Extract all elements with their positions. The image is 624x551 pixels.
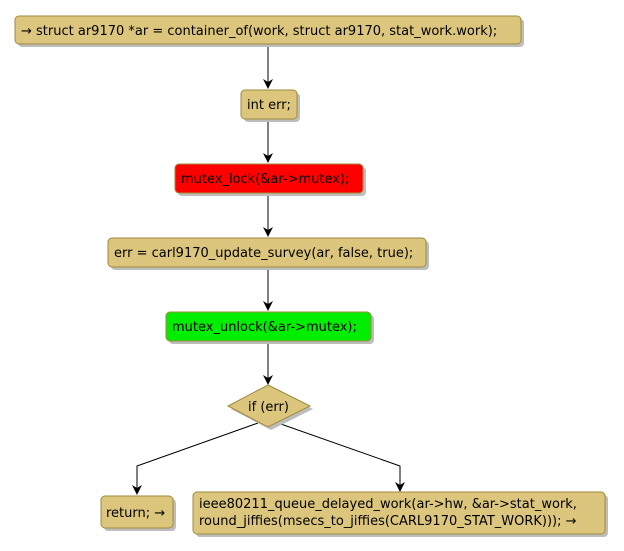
node-mutex-lock: mutex_lock(&ar->mutex);: [174, 163, 364, 194]
node-queue-line1: ieee80211_queue_delayed_work(ar->hw, &ar…: [199, 497, 577, 512]
node-queue-line2: round_jiffies(msecs_to_jiffies(CARL9170_…: [199, 514, 577, 529]
node-start-text: → struct ar9170 *ar = container_of(work,…: [21, 24, 497, 39]
node-queue-delayed-work: ieee80211_queue_delayed_work(ar->hw, &ar…: [192, 491, 606, 535]
node-decl-text: int err;: [247, 98, 291, 113]
node-update-survey-text: err = carl9170_update_survey(ar, false, …: [114, 246, 413, 261]
node-shadows: [18, 19, 608, 537]
node-mutex-unlock: mutex_unlock(&ar->mutex);: [165, 311, 372, 342]
node-update-survey: err = carl9170_update_survey(ar, false, …: [107, 237, 427, 268]
node-return-text: return; →: [106, 506, 165, 521]
node-decision: if (err): [226, 384, 312, 428]
edge-decision-to-return: [132, 422, 259, 495]
node-mutex-unlock-text: mutex_unlock(&ar->mutex);: [172, 320, 357, 335]
node-mutex-lock-text: mutex_lock(&ar->mutex);: [181, 172, 349, 187]
edge-decision-to-queue: [277, 422, 405, 492]
edges: [132, 45, 405, 495]
node-start: → struct ar9170 *ar = container_of(work,…: [14, 15, 522, 45]
node-return: return; →: [100, 495, 174, 529]
node-decision-text: if (err): [248, 400, 289, 415]
node-decl: int err;: [240, 89, 298, 120]
